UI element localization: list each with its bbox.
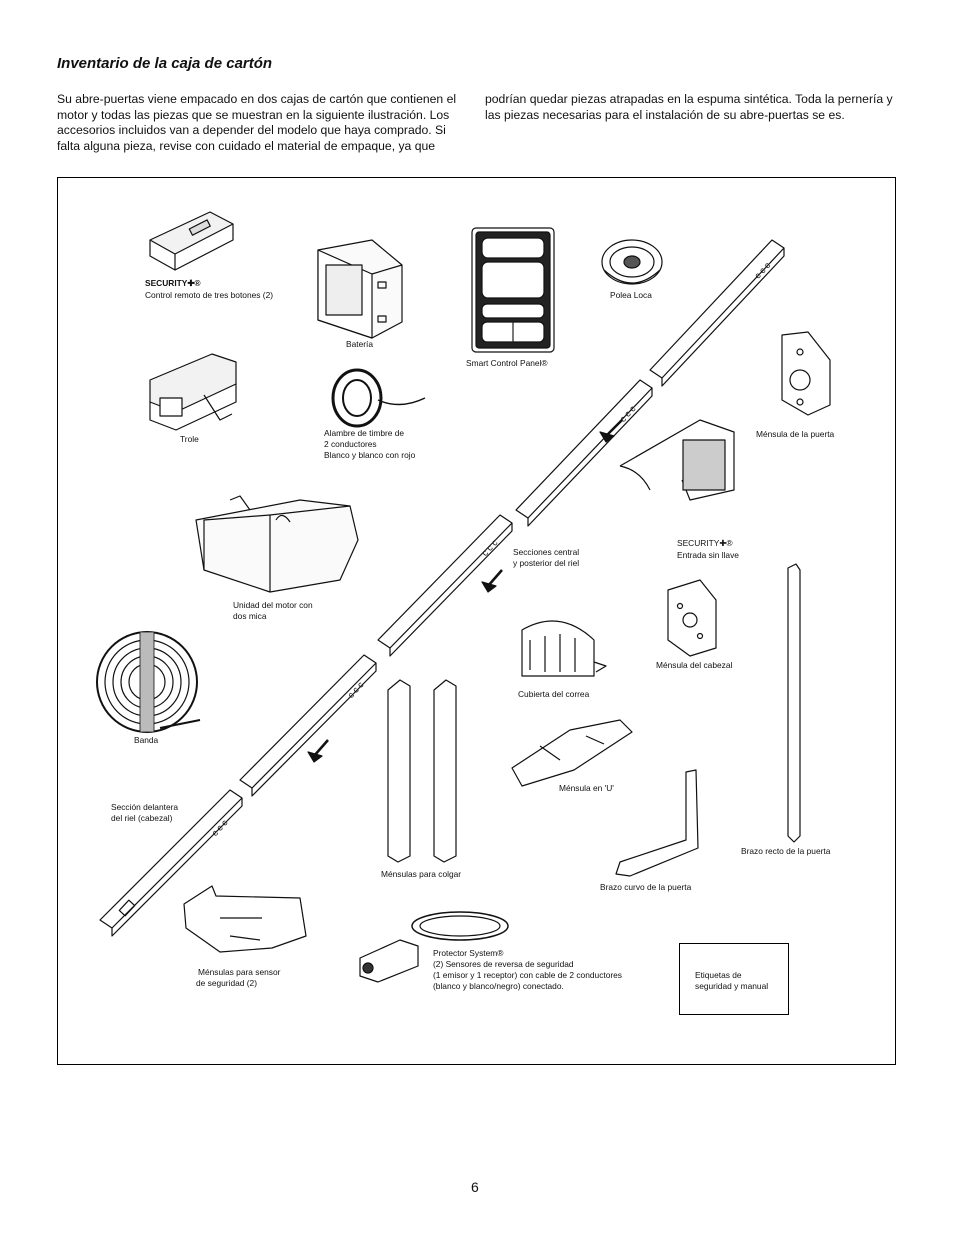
remote-control-drawing [149,211,234,271]
rail-sections-label-2: y posterior del riel [513,558,580,568]
sensor-brackets-label-2: de seguridad (2) [196,978,257,988]
bell-wire-label-3: Blanco y blanco con rojo [324,450,416,460]
page-number: 6 [471,1179,479,1195]
curved-arm-label: Brazo curvo de la puerta [600,882,692,892]
carton-inventory-illustration [57,177,896,1065]
motor-unit-label-1: Unidad del motor con [233,600,313,610]
arrow-3-drawing [307,739,329,763]
intro-paragraph-col1: Su abre-puertas viene empacado en dos ca… [57,92,457,153]
protector-label-4: (blanco y blanco/negro) conectado. [433,981,564,991]
door-bracket-drawing [781,331,831,416]
bell-wire-drawing [331,368,426,428]
motor-unit-label-2: dos mica [233,611,267,621]
smart-control-panel-drawing [471,227,555,353]
hanging-brackets-label: Ménsulas para colgar [381,869,462,879]
hanging-brackets-drawing [387,679,457,863]
labels-manual-box: Etiquetas de seguridad y manual [679,943,789,1015]
curved-arm-drawing [615,769,699,877]
header-bracket-drawing [667,579,717,657]
battery-drawing [317,239,403,339]
labels-manual-label-1: Etiquetas de [695,970,742,980]
smart-panel-label: Smart Control Panel® [466,358,548,368]
bell-wire-label-1: Alambre de timbre de [324,428,405,438]
intro-paragraph-col2: podrían quedar piezas atrapadas en la es… [485,92,893,122]
u-bracket-label: Ménsula en 'U' [559,783,614,793]
belt-label: Banda [134,735,159,745]
belt-coil-drawing [96,631,201,733]
protector-label-1: Protector System® [433,948,504,958]
door-bracket-label: Ménsula de la puerta [756,429,835,439]
protector-label-3: (1 emisor y 1 receptor) con cable de 2 c… [433,970,622,980]
remote-brand-label: SECURITY✚® [145,278,201,288]
rear-rail-section-drawing: c c c [649,239,785,387]
idler-pulley-drawing [601,239,663,285]
keyless-label: Entrada sin llave [677,550,739,560]
battery-label: Batería [346,339,374,349]
straight-arm-drawing [787,563,801,843]
sensor-brackets-label-1: Ménsulas para sensor [198,967,281,977]
u-bracket-drawing [511,719,633,787]
page-title: Inventario de la caja de cartón [57,55,273,72]
remote-label: Control remoto de tres botones (2) [145,290,274,300]
front-rail-upper-drawing: c c c [239,654,377,797]
center-rail-section-drawing: c c c [515,379,653,527]
protector-system-drawing [359,911,509,983]
motor-unit-drawing [195,495,359,593]
protector-label-2: (2) Sensores de reversa de seguridad [433,959,574,969]
bell-wire-label-2: 2 conductores [324,439,377,449]
arrow-1-drawing [599,419,623,443]
belt-cover-label: Cubierta del correa [518,689,590,699]
trolley-label: Trole [180,434,199,444]
trolley-drawing [149,353,237,431]
straight-arm-label: Brazo recto de la puerta [741,846,831,856]
belt-cover-drawing [521,620,607,677]
keyless-entry-drawing [619,419,735,501]
arrow-2-drawing [481,569,503,593]
idler-pulley-label: Polea Loca [610,290,652,300]
rail-sections-label-1: Secciones central [513,547,580,557]
labels-manual-label-2: seguridad y manual [695,981,769,991]
front-rail-label-2: del riel (cabezal) [111,813,173,823]
header-bracket-label: Ménsula del cabezal [656,660,733,670]
front-rail-label-1: Sección delantera [111,802,179,812]
sensor-brackets-drawing [183,885,307,953]
keyless-brand-label: SECURITY✚® [677,538,733,548]
